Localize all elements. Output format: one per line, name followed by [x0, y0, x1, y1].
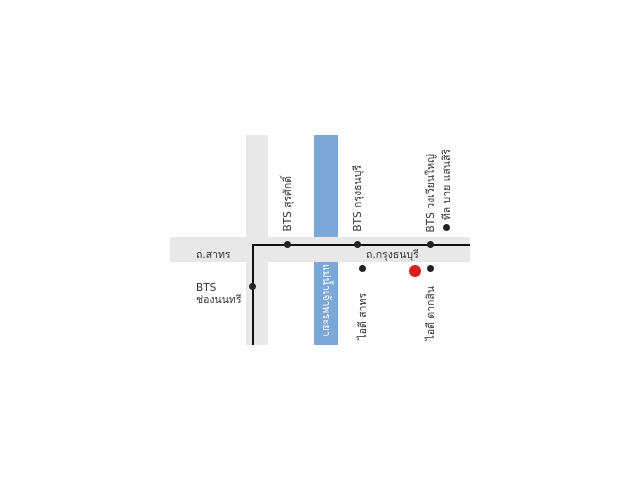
station-wongwian-yai-label: BTS วงเวียนใหญ่: [425, 153, 437, 232]
teal-marker[interactable]: [443, 224, 450, 231]
station-krung-thonburi-label: BTS กรุงธนบุรี: [352, 165, 364, 232]
teal-label: ทีล บาย แสนสิริ: [441, 148, 453, 220]
sathorn-road: [170, 237, 470, 262]
station-surasak-dot[interactable]: [284, 241, 291, 248]
station-chong-nonsi-dot[interactable]: [249, 283, 256, 290]
station-krung-thonburi-dot[interactable]: [354, 241, 361, 248]
station-chong-nonsi-label: BTS ช่องนนทรี: [196, 282, 241, 306]
station-surasak-label: BTS สุรศักดิ์: [282, 176, 294, 232]
ideo-sathorn-label: ไอดี สาทร: [357, 293, 369, 340]
sathorn-road-label: ถ.สาทร: [196, 249, 231, 261]
station-wongwian-yai-dot[interactable]: [427, 241, 434, 248]
ideo-sathorn-marker[interactable]: [359, 265, 366, 272]
ideo-taksin-marker[interactable]: [427, 265, 434, 272]
bts-line-horizontal: [252, 244, 470, 246]
station-chong-nonsi-line2: ช่องนนทรี: [196, 294, 242, 306]
ideo-taksin-label: ไอดี ตากสิน: [425, 285, 437, 340]
project-location-marker[interactable]: [409, 265, 421, 277]
river-south: [314, 262, 338, 345]
bts-line-vertical: [252, 244, 254, 345]
river-north: [314, 135, 338, 237]
krung-thonburi-road-label: ถ.กรุงธนบุรี: [366, 249, 419, 261]
station-chong-nonsi-line1: BTS: [196, 282, 217, 294]
river-label: แม่น้ำเจ้าพระยา: [320, 264, 332, 337]
